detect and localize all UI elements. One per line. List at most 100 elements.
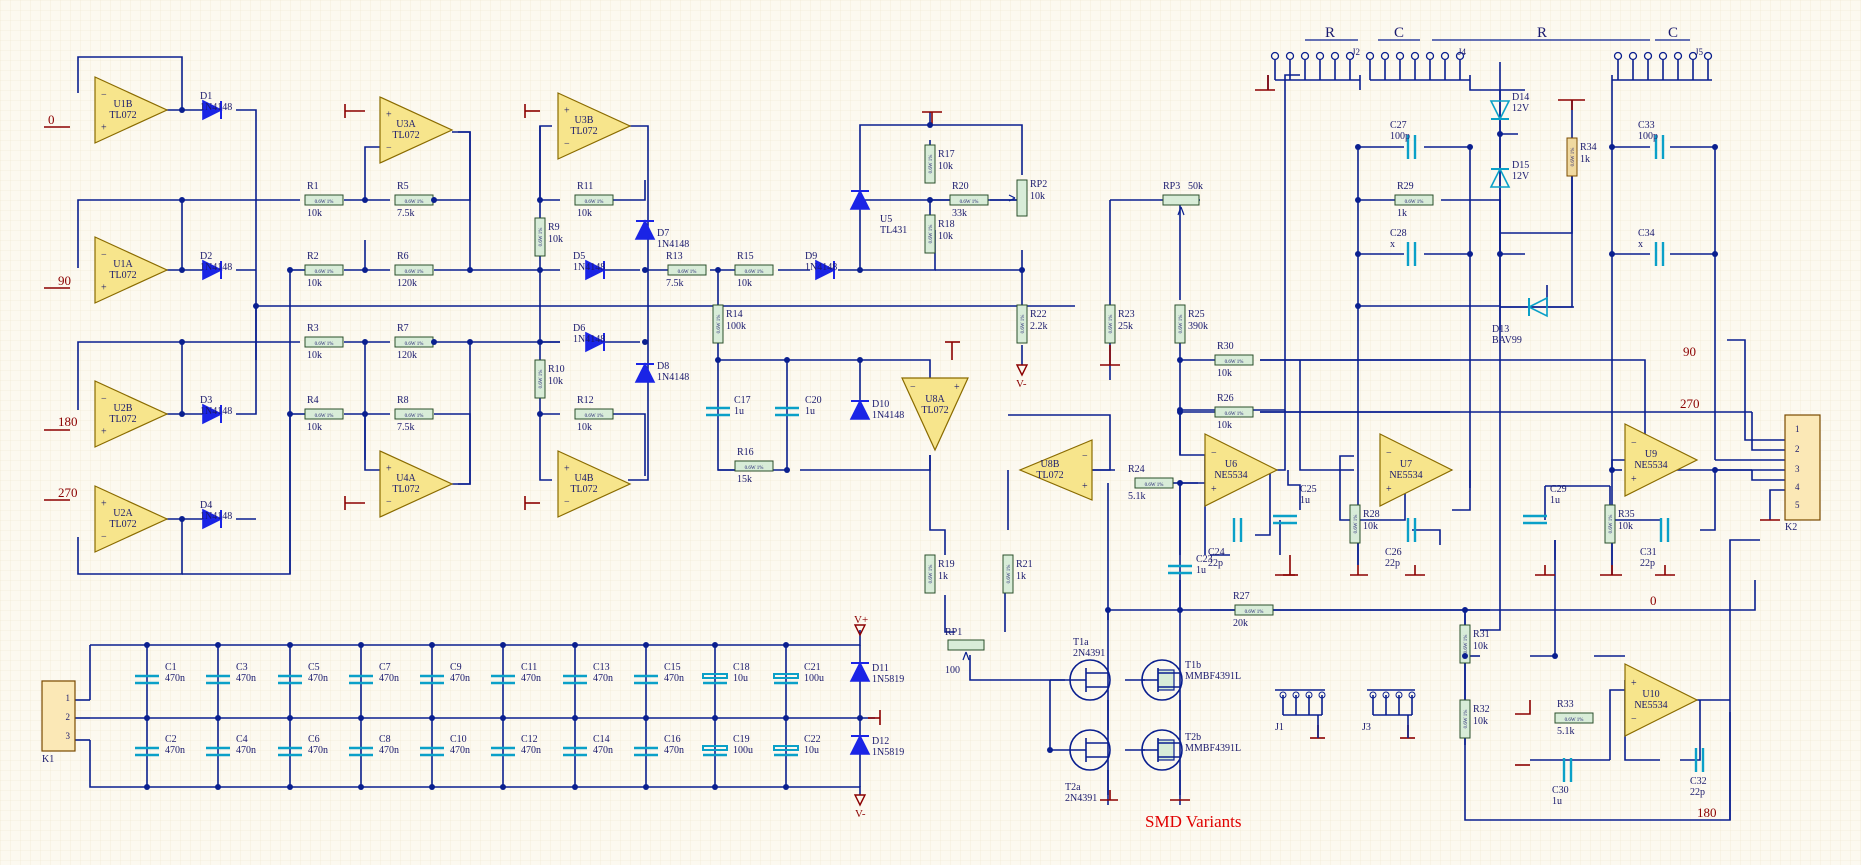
jumper-j3[interactable]: J3 xyxy=(1362,689,1416,738)
connector-k1[interactable]: 1 2 3 K1 xyxy=(41,680,76,765)
resistor-r8[interactable]: 0.6W 1%R87.5k xyxy=(394,395,434,433)
connector-k2[interactable]: 12 34 5 K2 xyxy=(1784,414,1821,533)
jumper-j1[interactable]: J1 xyxy=(1275,689,1326,738)
